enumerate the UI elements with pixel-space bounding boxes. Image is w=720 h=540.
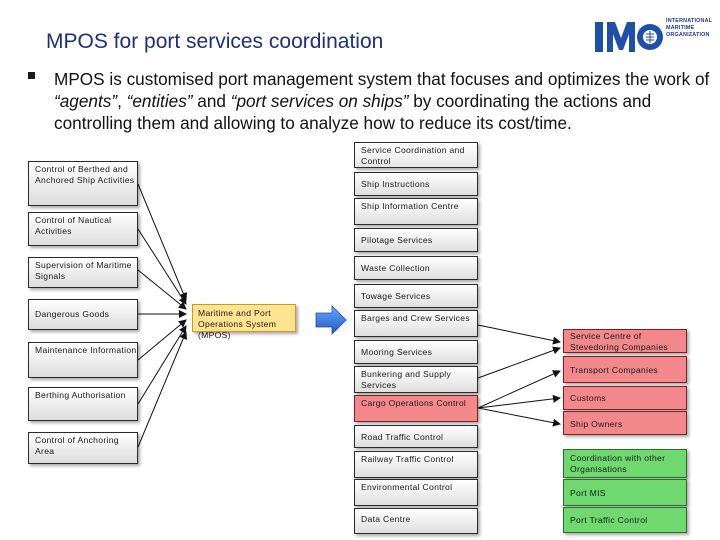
- right-box-port-mis: Port MIS: [563, 479, 687, 506]
- logo-text-line2: MARITIME: [666, 25, 695, 32]
- service-box-ship-instructions: Ship Instructions: [354, 172, 478, 196]
- connector-right-2: [477, 346, 561, 379]
- left-box-maintenance: Maintenance Information: [28, 342, 138, 378]
- connector-right-1: [477, 324, 561, 345]
- imo-logo: INTERNATIONAL MARITIME ORGANIZATION: [594, 16, 712, 60]
- left-box-berthed-anchored: Control of Berthed and Anchored Ship Act…: [28, 161, 138, 206]
- left-box-anchoring-area: Control of Anchoring Area: [28, 432, 138, 464]
- connector-right-4: [477, 394, 561, 409]
- service-box-coordination: Service Coordination and Control: [354, 142, 478, 168]
- left-box-berthing: Berthing Authorisation: [28, 387, 138, 421]
- logo-text-line3: ORGANIZATION: [666, 32, 710, 39]
- right-box-transport: Transport Companies: [563, 356, 687, 383]
- logo-text-line1: INTERNATIONAL: [666, 18, 713, 24]
- service-box-mooring: Mooring Services: [354, 340, 478, 364]
- connector-left-6: [137, 325, 187, 405]
- left-box-maritime-signals: Supervision of Maritime Signals: [28, 257, 138, 288]
- bullet-agents: “agents”: [54, 91, 118, 111]
- bullet-sep2: and: [192, 91, 231, 111]
- connector-left-7: [137, 331, 187, 448]
- bullet-port-services: “port services on ships”: [230, 91, 409, 111]
- connector-left-2: [137, 228, 187, 305]
- right-box-ship-owners: Ship Owners: [563, 411, 687, 435]
- right-box-customs: Customs: [563, 386, 687, 410]
- connector-left-3: [137, 269, 187, 310]
- mpos-box: Maritime and Port Operations System (MPO…: [192, 304, 296, 340]
- left-box-nautical: Control of Nautical Activities: [28, 212, 138, 246]
- right-box-port-traffic: Port Traffic Control: [563, 507, 687, 533]
- bullet-entities: “entities”: [126, 91, 193, 111]
- service-box-environmental: Environmental Control: [354, 479, 478, 506]
- left-box-dangerous-goods: Dangerous Goods: [28, 299, 138, 330]
- imo-logo-icon: [595, 22, 663, 52]
- bullet-sep1: ,: [117, 91, 127, 111]
- right-box-coordination-other: Coordination with other Organisations: [563, 449, 687, 478]
- bullet-part2: by coordinating the actions and controll…: [54, 91, 652, 133]
- bullet-part1: MPOS is customised port management syste…: [54, 69, 710, 89]
- connector-right-3: [477, 370, 561, 409]
- page-title: MPOS for port services coordination: [46, 30, 384, 53]
- flow-arrow-icon: [315, 305, 347, 335]
- service-box-barges-crew: Barges and Crew Services: [354, 310, 478, 337]
- service-box-pilotage: Pilotage Services: [354, 228, 478, 252]
- service-box-railway-traffic: Railway Traffic Control: [354, 451, 478, 478]
- logo-text: INTERNATIONAL MARITIME ORGANIZATION: [666, 18, 712, 40]
- bullet-square-icon: [28, 72, 35, 79]
- connector-right-5: [477, 407, 561, 427]
- service-box-cargo-operations: Cargo Operations Control: [354, 395, 478, 422]
- connector-left-1: [137, 183, 188, 301]
- service-box-road-traffic: Road Traffic Control: [354, 425, 478, 448]
- service-box-data-centre: Data Centre: [354, 508, 478, 534]
- service-box-towage: Towage Services: [354, 284, 478, 308]
- service-box-bunkering: Bunkering and Supply Services: [354, 366, 478, 393]
- service-box-ship-information: Ship Information Centre: [354, 198, 478, 225]
- service-box-waste: Waste Collection: [354, 256, 478, 280]
- right-box-stevedoring: Service Centre of Stevedoring Companies: [563, 329, 687, 353]
- connector-left-5: [137, 319, 187, 361]
- bullet-text: MPOS is customised port management syste…: [54, 68, 720, 134]
